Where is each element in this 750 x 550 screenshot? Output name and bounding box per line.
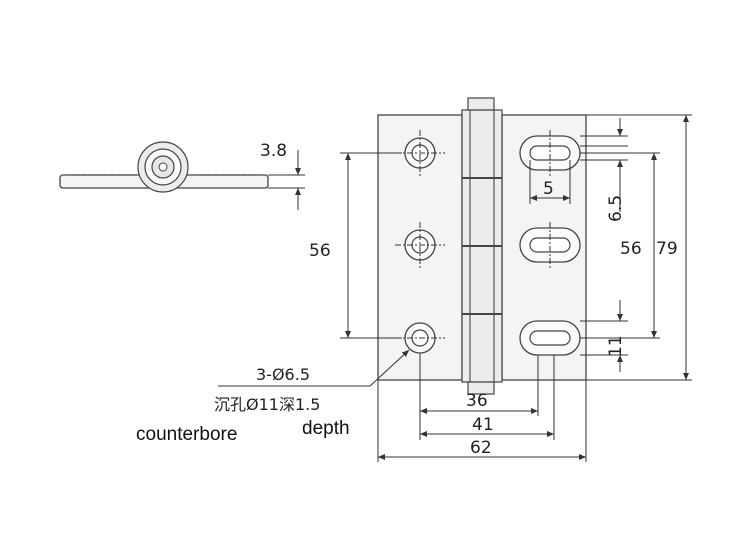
label-counterbore: counterbore xyxy=(136,424,237,445)
label-depth: depth xyxy=(302,418,350,439)
dim-right-group: 79 56 6.5 11 5 xyxy=(529,114,692,381)
hole-callout: 3-Ø6.5 沉孔Ø11深1.5 xyxy=(214,349,410,414)
dim-left-vertical: 56 xyxy=(309,241,331,261)
dim-overall-width: 62 xyxy=(470,438,492,458)
dim-hole-spacing-b: 41 xyxy=(472,415,494,435)
hole-note-line1: 3-Ø6.5 xyxy=(256,365,310,384)
side-view: 3.8 xyxy=(59,141,305,210)
front-view xyxy=(377,97,587,395)
dim-slot-length: 11 xyxy=(606,335,626,357)
dim-thickness: 3.8 xyxy=(260,141,287,161)
dim-slot-height: 6.5 xyxy=(606,195,626,222)
dim-slot-width: 5 xyxy=(543,179,554,199)
slot-top xyxy=(519,135,581,171)
hole-note-line2: 沉孔Ø11深1.5 xyxy=(214,395,320,414)
slot-middle xyxy=(519,227,581,263)
pin-cap-bottom xyxy=(467,381,495,395)
pin-cap-top xyxy=(467,97,495,111)
dim-left-56-group: 56 xyxy=(309,152,402,339)
dim-right-vertical: 56 xyxy=(620,239,642,259)
dim-bottom-group: 36 41 62 xyxy=(377,353,587,462)
dim-hole-spacing-a: 36 xyxy=(466,391,488,411)
slot-bottom xyxy=(519,320,581,356)
dim-overall-height: 79 xyxy=(656,239,678,259)
